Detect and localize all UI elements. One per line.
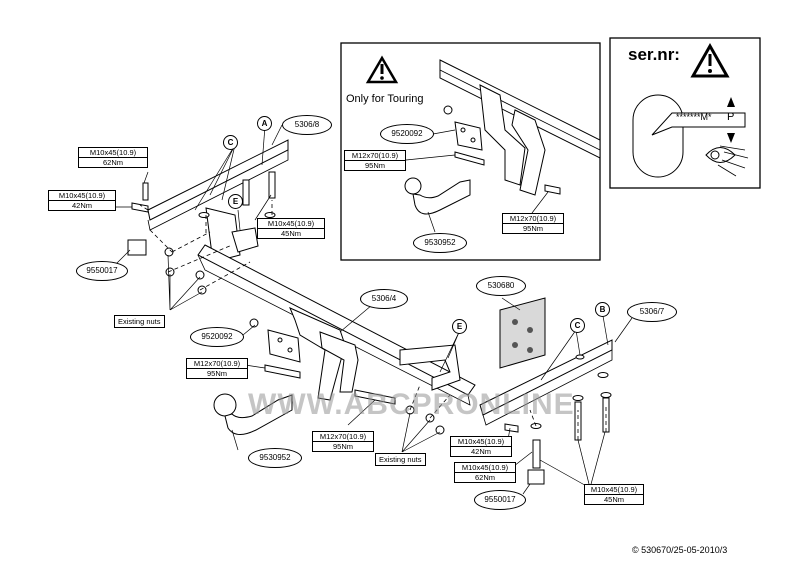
spec-bolt: M10x45(10.9) [455,463,515,473]
part-number-spacer-left: 9550017 [76,261,128,281]
part-number-socket-plate-inset: 9520092 [380,124,434,144]
spec-torque: 42Nm [71,201,92,210]
spec-bolt: M10x45(10.9) [258,219,324,229]
main-assembly [111,124,633,495]
spec-bolt: M12x70(10.9) [345,151,405,161]
spec-left-mid: M10x45(10.9) 45Nm [257,218,325,239]
touring-inset-frame [340,42,601,261]
part-number-bracket: 530680 [476,276,526,296]
spec-right-far: M10x45(10.9) 45Nm [584,484,644,505]
spec-bolt: M10x45(10.9) [49,191,115,201]
letter-e-left-marker: E [228,194,243,209]
serial-letter: P [727,111,735,123]
spec-main-center: M12x70(10.9) 95Nm [312,431,374,452]
letter-b-marker: B [595,302,610,317]
spec-bolt: M10x45(10.9) [451,437,511,447]
spec-bolt: M12x70(10.9) [313,432,373,442]
letter-c-left-marker: C [223,135,238,150]
spec-torque: 62Nm [474,473,495,482]
spec-bolt: M12x70(10.9) [187,359,247,369]
watermark: WWW.ABCPRONLINE [248,388,575,421]
letter-c-right-marker: C [570,318,585,333]
part-number-crossbar-left: 5306/8 [282,115,332,135]
letter-e-center-marker: E [452,319,467,334]
part-number-crossbar-right: 5306/7 [627,302,677,322]
spec-torque: 45Nm [603,495,624,504]
spec-bolt: M12x70(10.9) [503,214,563,224]
existing-nuts-left-label: Existing nuts [114,315,165,328]
copyright-note: © 530670/25-05-2010/3 [632,545,728,555]
serial-title: ser.nr: [628,45,680,64]
spec-torque: 95Nm [522,224,543,233]
spec-left-lower: M10x45(10.9) 42Nm [48,190,116,211]
spec-torque: 95Nm [332,442,353,451]
spec-main-left: M12x70(10.9) 95Nm [186,358,248,379]
spec-torque: 42Nm [470,447,491,456]
spec-right-upper: M10x45(10.9) 42Nm [450,436,512,457]
part-number-ball-inset: 9530952 [413,233,467,253]
spec-torque: 45Nm [280,229,301,238]
spec-left-upper: M10x45(10.9) 62Nm [78,147,148,168]
spec-inset-left: M12x70(10.9) 95Nm [344,150,406,171]
letter-a-marker: A [257,116,272,131]
touring-note: Only for Touring [346,93,424,105]
serial-frame [609,37,761,189]
part-number-socket-plate-main: 9520092 [190,327,244,347]
spec-bolt: M10x45(10.9) [79,148,147,158]
spec-torque: 95Nm [206,369,227,378]
existing-nuts-center-label: Existing nuts [375,453,426,466]
spec-torque: 95Nm [364,161,385,170]
spec-right-lower: M10x45(10.9) 62Nm [454,462,516,483]
spec-torque: 62Nm [102,158,123,167]
serial-stars: *******M* [676,112,712,122]
spec-bolt: M10x45(10.9) [585,485,643,495]
part-number-main-beam: 5306/4 [360,289,408,309]
part-number-ball-main: 9530952 [248,448,302,468]
spec-inset-right: M12x70(10.9) 95Nm [502,213,564,234]
part-number-spacer-right: 9550017 [474,490,526,510]
